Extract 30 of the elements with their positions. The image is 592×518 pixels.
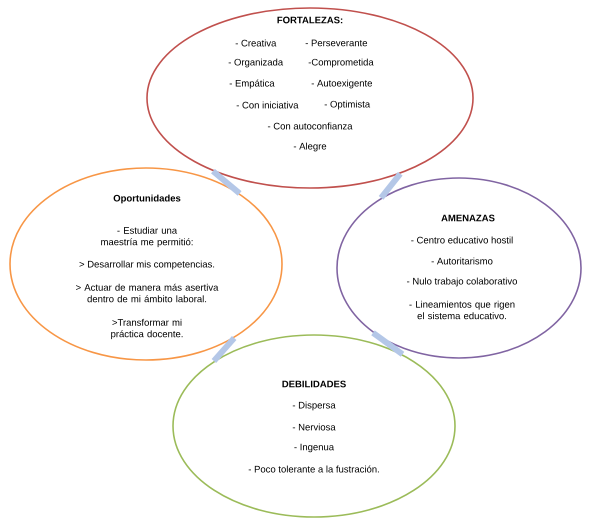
list-item: - Optimista <box>324 100 370 110</box>
list-item: -Comprometida <box>308 58 374 68</box>
list-item: - Estudiar una maestría me permitió: <box>101 226 193 248</box>
list-item: >Transformar mi práctica docente. <box>111 318 183 340</box>
list-item: - Poco tolerante a la fustración. <box>248 465 379 473</box>
list-item: - Con autoconfianza <box>268 122 352 130</box>
heading: Oportunidades <box>114 194 180 204</box>
list-item: - Centro educativo hostil <box>411 236 513 244</box>
list-item: - Creativa <box>236 40 276 46</box>
list-item: - Nerviosa <box>292 424 336 430</box>
list-item: - Autoexigente <box>312 80 372 88</box>
list-item: - Lineamientos que rigen el sistema educativo. <box>409 300 514 320</box>
list-item: - Con iniciativa <box>236 102 298 108</box>
list-item: - Nulo trabajo colaborativo <box>406 278 518 286</box>
list-item: - Ingenua <box>294 444 334 452</box>
heading: FORTALEZAS: <box>278 16 342 24</box>
list-item: - Empática <box>230 80 275 88</box>
connector-band <box>371 330 404 357</box>
list-item: - Dispersa <box>292 402 336 410</box>
list-item: - Alegre <box>294 142 326 152</box>
connector-band <box>378 172 403 200</box>
list-item: > Actuar de manera más asertiva dentro de mi ámbito laboral. <box>76 284 218 302</box>
heading: AMENAZAS <box>441 214 495 222</box>
list-item: - Autoritarismo <box>432 258 492 264</box>
list-item: - Organizada <box>228 58 284 68</box>
list-item: - Perseverante <box>306 40 368 46</box>
list-item: > Desarrollar mis competencias. <box>80 260 214 270</box>
connector-band <box>211 168 242 196</box>
connector-band <box>212 336 236 363</box>
heading: DEBILIDADES <box>282 380 346 388</box>
